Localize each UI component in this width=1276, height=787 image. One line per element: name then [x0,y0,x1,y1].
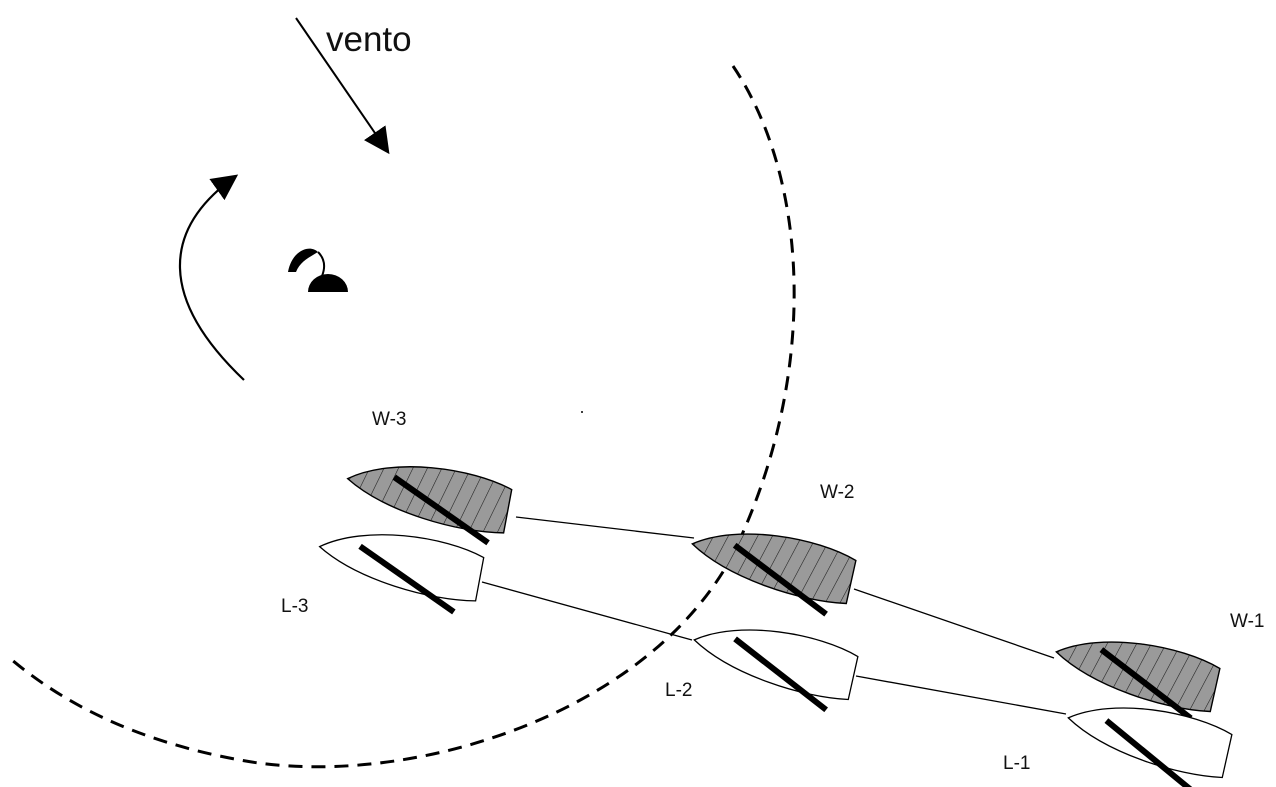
boat-w3 [342,455,514,546]
buoy-icon [288,248,348,292]
boat-label-w3: W-3 [372,409,406,430]
boat-label-w2: W-2 [820,482,854,503]
curved-arrow-icon [178,174,245,381]
boat-label-l2: L-2 [665,680,692,701]
boat-label-w1: W-1 [1230,611,1264,632]
boat-l1 [1061,694,1235,787]
stray-dot [581,411,583,413]
boat-w1 [1049,628,1223,721]
boat-label-l3: L-3 [281,596,308,617]
boat-label-l1: L-1 [1003,753,1030,774]
track-line-windward-2-1 [853,588,1055,659]
wind-label: vento [326,20,412,59]
boat-w2 [685,520,859,617]
wind-arrow-icon [295,17,390,155]
boat-l3 [314,523,486,615]
track-line-leeward-2-1 [855,675,1067,715]
track-line-windward-3-2 [515,516,695,539]
boat-l2 [687,616,861,713]
track-line-leeward-3-2 [481,581,693,641]
zone-circle [11,65,796,769]
track-lines [481,516,1067,715]
